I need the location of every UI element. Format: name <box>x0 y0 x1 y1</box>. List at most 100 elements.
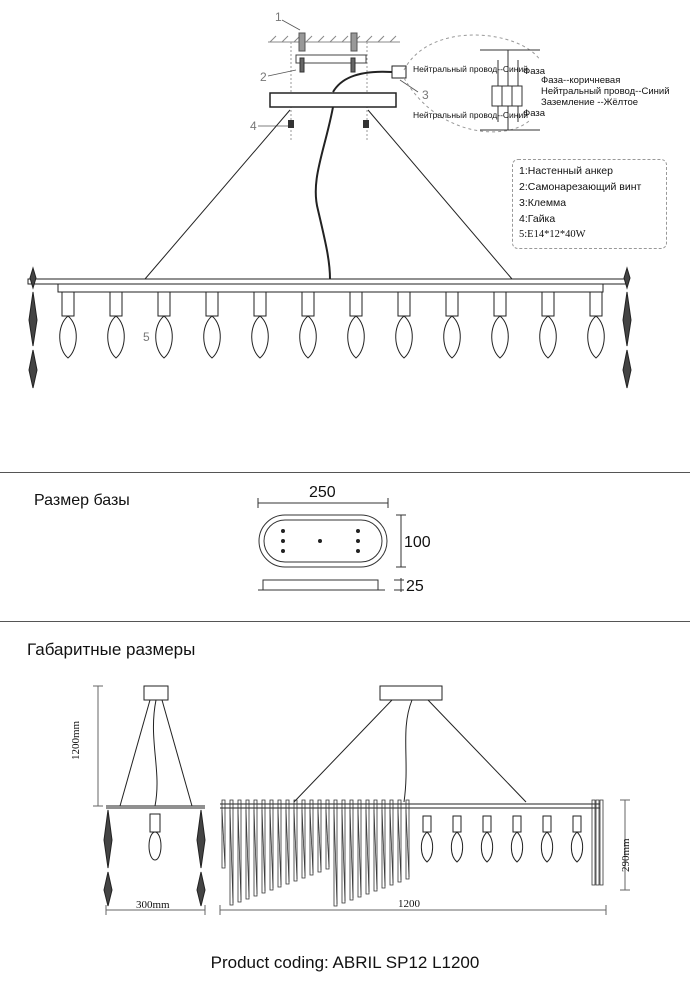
wiring-terminal-detail <box>480 49 540 131</box>
base-size-title: Размер базы <box>34 492 130 509</box>
part-4: 4:Гайка <box>519 213 556 225</box>
crystal-strand <box>325 799 330 870</box>
crystal-strand <box>365 799 370 895</box>
bulb-icon <box>347 291 365 359</box>
bulb-icon <box>587 291 605 359</box>
crystal-strand <box>341 799 346 904</box>
base-width-label: 250 <box>309 484 336 501</box>
canopy <box>269 92 397 108</box>
base-depth-label: 100 <box>404 534 431 551</box>
neutral-wire-label-bottom: Нейтральный провод--Синий <box>413 110 528 120</box>
side-width-label: 300mm <box>136 899 170 911</box>
crystal-strand <box>333 799 338 907</box>
separator-1 <box>0 472 690 473</box>
crystal-strand-hatch <box>381 809 386 887</box>
bulb-icon <box>510 815 524 863</box>
crystal-strand <box>381 799 386 889</box>
suspension-cables <box>144 109 513 280</box>
bulb-icon <box>203 291 221 359</box>
bulb-icon <box>420 815 434 863</box>
wire-color-phase: Фаза--коричневая <box>541 75 621 86</box>
base-height-label: 25 <box>406 578 424 595</box>
crystal-strand <box>357 799 362 898</box>
installation-diagram <box>27 19 632 389</box>
separator-2 <box>0 621 690 622</box>
crystal-strand-hatch <box>245 809 250 898</box>
crystal-strand <box>301 799 306 879</box>
crystal-strand-hatch <box>317 809 322 871</box>
crystal-curtain <box>221 799 604 907</box>
part-2: 2:Самонарезающий винт <box>519 181 642 193</box>
crystal-strand-hatch <box>373 809 378 890</box>
mounting-bracket <box>295 54 367 64</box>
crystal-strand-hatch <box>405 809 410 878</box>
crystal-strand-hatch <box>293 809 298 880</box>
bulb-icon <box>491 291 509 359</box>
bulb-icon <box>450 815 464 863</box>
wire-color-neutral: Нейтральный провод--Синий <box>541 86 670 97</box>
crystal-strand <box>269 799 274 891</box>
crystal-strand <box>261 799 266 894</box>
crystal-strand-hatch <box>357 809 362 896</box>
part-1: 1:Настенный анкер <box>519 165 613 177</box>
nut-icon <box>288 120 369 128</box>
ceiling <box>268 35 400 43</box>
terminal-block <box>391 65 407 79</box>
bulb-icon <box>395 291 413 359</box>
length-label: 1200 <box>398 898 420 910</box>
crystal-strand <box>285 799 290 885</box>
screw-icon <box>299 57 356 73</box>
bulb-icon <box>539 291 557 359</box>
crystal-strand-hatch <box>333 809 338 905</box>
wire-color-legend: Фаза--коричневая Нейтральный провод--Син… <box>541 75 670 108</box>
crystal-strand-hatch <box>277 809 282 886</box>
crystal-strand-hatch <box>301 809 306 877</box>
front-bulb-row <box>420 815 584 863</box>
bulb-icon <box>59 291 77 359</box>
side-crystal-pendants <box>103 809 206 907</box>
crystal-strand-hatch <box>349 809 354 899</box>
crystal-strand-hatch <box>397 809 402 881</box>
neutral-wire-label-top: Нейтральный провод--Синий <box>413 64 528 74</box>
product-code: Product coding: ABRIL SP12 L1200 <box>210 953 480 972</box>
phase-label-bottom: Фаза <box>523 108 546 119</box>
crystal-strand <box>309 799 314 876</box>
crystal-pendant-right <box>622 266 632 389</box>
crystal-strand <box>221 799 226 869</box>
parts-legend: 1:Настенный анкер 2:Самонарезающий винт … <box>512 159 667 249</box>
body-height-label: 290mm <box>620 838 632 872</box>
crystal-strand <box>591 799 596 886</box>
bulb-icon <box>299 291 317 359</box>
crystal-strand-hatch <box>325 809 330 868</box>
bulb-icon <box>155 291 173 359</box>
crystal-strand-hatch <box>237 809 242 901</box>
crystal-strand <box>317 799 322 873</box>
crystal-strand <box>293 799 298 882</box>
crystal-strand <box>245 799 250 900</box>
bulb-row <box>59 291 605 359</box>
crystal-strand <box>373 799 378 892</box>
bulb-icon <box>443 291 461 359</box>
bulb-icon <box>107 291 125 359</box>
crystal-strand-hatch <box>221 809 226 867</box>
crystal-strand-hatch <box>261 809 266 892</box>
crystal-strand <box>599 799 604 886</box>
crystal-strand-hatch <box>389 809 394 884</box>
part-5: 5:E14*12*40W <box>519 229 586 240</box>
main-bar <box>27 278 629 285</box>
crystal-strand-hatch <box>309 809 314 874</box>
bulb-icon <box>480 815 494 863</box>
power-cord <box>314 106 334 280</box>
callout-1: 1 <box>275 10 282 24</box>
phase-label-top: Фаза <box>523 66 546 77</box>
base-holes <box>281 529 360 553</box>
callout-5: 5 <box>143 330 150 344</box>
callout-4: 4 <box>250 119 257 133</box>
callout-2: 2 <box>260 70 267 84</box>
crystal-strand <box>237 799 242 903</box>
crystal-strand-hatch <box>229 809 234 904</box>
crystal-strand <box>405 799 410 880</box>
overall-dimensions-title: Габаритные размеры <box>27 640 196 659</box>
crystal-strand <box>229 799 234 906</box>
crystal-strand <box>277 799 282 888</box>
